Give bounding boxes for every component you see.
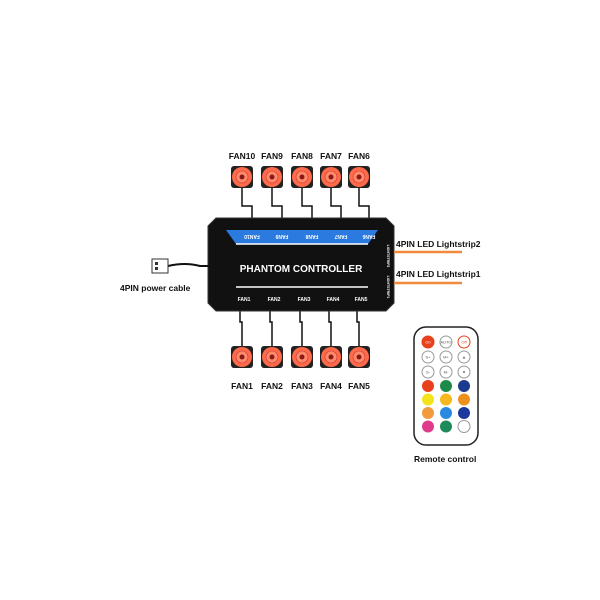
- remote-button[interactable]: [421, 335, 435, 349]
- remote-color-button[interactable]: [440, 407, 452, 419]
- fan-cable: [299, 311, 303, 346]
- fan-cable: [271, 188, 283, 218]
- fan-cable: [239, 311, 243, 346]
- remote-button-label: On: [425, 340, 430, 345]
- fan-icon: [261, 166, 283, 188]
- bottom-port-label: FAN2: [268, 297, 281, 303]
- remote-button[interactable]: [457, 350, 471, 364]
- remote-button-label: AUTO: [440, 340, 451, 345]
- remote-color-button[interactable]: [440, 393, 452, 406]
- remote-button[interactable]: [439, 350, 453, 364]
- remote-color-button[interactable]: [422, 393, 434, 406]
- remote-button-label: M-: [444, 370, 449, 375]
- bottom-port-label: FAN3: [298, 297, 311, 303]
- bottom-port-label: FAN1: [238, 297, 251, 303]
- top-port-label: FAN6: [362, 233, 375, 239]
- remote-color-button[interactable]: [457, 420, 471, 433]
- remote-color-button[interactable]: [458, 393, 470, 406]
- lightstrip2-label: 4PIN LED Lightstrip2: [396, 239, 481, 249]
- remote-button[interactable]: [439, 365, 453, 379]
- bottom-fan-label: FAN1: [231, 381, 253, 391]
- bottom-fan-label: FAN4: [320, 381, 342, 391]
- remote-color-button[interactable]: [458, 380, 470, 392]
- power-cable: [151, 258, 210, 274]
- remote-color-button[interactable]: [422, 380, 434, 392]
- fan-cable: [269, 311, 273, 346]
- top-fan-label: FAN6: [348, 151, 370, 161]
- remote-button-label: Off: [461, 340, 467, 345]
- fan-icon: [231, 346, 253, 368]
- fan-icon: [261, 346, 283, 368]
- remote-button-label: S-: [426, 370, 431, 375]
- blue-light-bar: [226, 230, 378, 244]
- top-fan-label: FAN7: [320, 151, 342, 161]
- lightstrip-cables: [394, 250, 462, 285]
- top-fan-label: FAN8: [291, 151, 313, 161]
- top-port-label: FAN9: [275, 233, 288, 239]
- fan-cable: [330, 188, 342, 218]
- remote-button-label: S+: [425, 355, 431, 360]
- lightstrip1-label: 4PIN LED Lightstrip1: [396, 269, 481, 279]
- controller-title: PHANTOM CONTROLLER: [240, 264, 363, 275]
- fan-icon: [291, 346, 313, 368]
- remote-color-button[interactable]: [422, 407, 434, 419]
- remote-label: Remote control: [414, 454, 477, 464]
- remote-button-label: ▼: [462, 370, 466, 375]
- fan-cables: [239, 188, 370, 346]
- remote-button[interactable]: [421, 350, 435, 364]
- remote-button[interactable]: [457, 365, 471, 379]
- top-port-label: FAN10: [244, 233, 260, 239]
- top-fan-label: FAN9: [261, 151, 283, 161]
- fan-icon: [320, 346, 342, 368]
- fan-cable: [241, 188, 253, 218]
- fan-icon: [231, 166, 253, 188]
- fan-cable: [358, 188, 370, 218]
- 4pin-connector-icon: [151, 258, 169, 274]
- power-cable-label: 4PIN power cable: [120, 283, 191, 293]
- bottom-fan-label: FAN3: [291, 381, 313, 391]
- top-fan-label: FAN10: [228, 151, 256, 161]
- fan-icon: [291, 166, 313, 188]
- controller-box: PHANTOM CONTROLLER FAN10 FAN9 FAN8 FAN7 FAN6…: [207, 217, 395, 312]
- remote-color-button[interactable]: [440, 420, 452, 433]
- remote-button[interactable]: [457, 335, 471, 349]
- remote-button-label: ▲: [462, 355, 466, 360]
- fan-cable: [328, 311, 332, 346]
- remote-color-button[interactable]: [440, 380, 452, 392]
- remote-color-button[interactable]: [422, 420, 434, 433]
- remote-button[interactable]: [439, 335, 453, 349]
- side-port-label: LIGHTSTRIP2: [386, 245, 390, 268]
- fan-icon: [348, 346, 370, 368]
- top-port-label: FAN8: [305, 233, 318, 239]
- fan-cable: [301, 188, 313, 218]
- top-port-label: FAN7: [334, 233, 347, 239]
- remote-button-label: M+: [443, 355, 449, 360]
- bottom-port-label: FAN4: [327, 297, 340, 303]
- fan-cable: [356, 311, 360, 346]
- side-port-label: LIGHTSTRIP1: [386, 276, 390, 299]
- fan-icon: [320, 166, 342, 188]
- bottom-fan-label: FAN5: [348, 381, 370, 391]
- remote-button[interactable]: [421, 365, 435, 379]
- fan-icon: [348, 166, 370, 188]
- remote-color-button[interactable]: [458, 407, 470, 419]
- bottom-port-label: FAN5: [355, 297, 368, 303]
- bottom-fan-label: FAN2: [261, 381, 283, 391]
